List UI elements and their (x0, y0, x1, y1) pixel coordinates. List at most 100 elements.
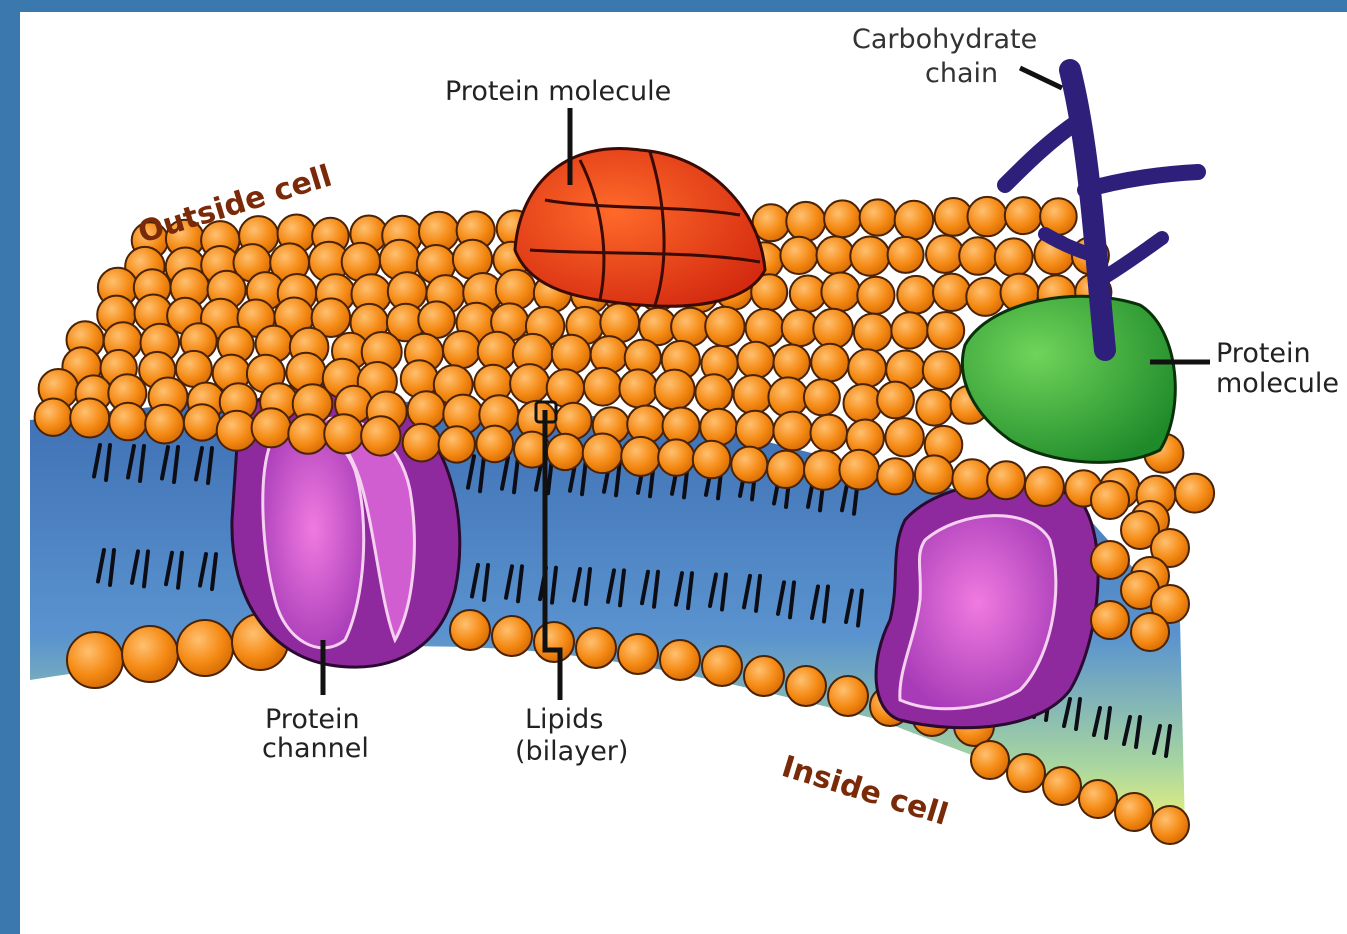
lipid-head (252, 408, 291, 447)
lipid-head (817, 236, 854, 273)
lipid-head (584, 368, 622, 406)
lipid-head (854, 314, 892, 352)
lipid-head (655, 370, 695, 410)
lipid-head (1175, 474, 1214, 513)
lipid-head (1091, 481, 1129, 519)
lipid-head (403, 424, 441, 462)
lipid-head (510, 364, 549, 403)
lipid-head (877, 458, 913, 494)
lipid-head (1079, 780, 1117, 818)
lipid-head (968, 197, 1007, 236)
lipid-head (971, 741, 1009, 779)
lipid-head (439, 426, 475, 462)
lipid-head (693, 441, 731, 479)
lipid-head (35, 399, 72, 436)
lipid-head (618, 634, 658, 674)
lipids-label-line1: Lipids (525, 704, 603, 735)
inside-cell-label: Inside cell (778, 749, 952, 833)
lipid-head (767, 451, 804, 488)
lipid-head (1151, 806, 1189, 844)
lipid-head (891, 312, 927, 348)
lipid-head (660, 640, 700, 680)
lipid-head (408, 391, 445, 428)
protein-molecule-top (515, 148, 765, 306)
lipid-head (145, 405, 184, 444)
lipid-head (288, 414, 328, 454)
lipid-head (813, 309, 853, 349)
protein-channel-label-line2: channel (262, 733, 369, 764)
lipid-head (1007, 754, 1045, 792)
lipid-head (923, 351, 961, 389)
lipid-head (361, 416, 400, 455)
protein-molecule-top-label: Protein molecule (445, 76, 671, 107)
lipid-head (848, 349, 886, 387)
lipid-head (443, 331, 480, 368)
lipid-head (217, 411, 257, 451)
lipid-head (1025, 467, 1064, 506)
cell-membrane-diagram: Outside cell Inside cell Protein molecul… (20, 12, 1347, 934)
lipid-head (547, 434, 583, 470)
lipid-head (780, 237, 817, 274)
lipid-head (774, 345, 810, 381)
lipid-head (1005, 197, 1042, 234)
lipid-head (915, 455, 953, 493)
lipid-head (821, 273, 860, 312)
lipid-head (418, 301, 455, 338)
lipid-head (987, 461, 1025, 499)
lipid-head (828, 676, 868, 716)
lipid-head (734, 375, 773, 414)
lipid-head (492, 616, 532, 656)
lipid-head (786, 202, 825, 241)
carbohydrate-label-line1: Carbohydrate (852, 24, 1037, 55)
diagram-panel: Outside cell Inside cell Protein molecul… (20, 12, 1347, 934)
lipid-head (824, 200, 861, 237)
protein-molecule-right (962, 296, 1175, 462)
lipid-head (804, 379, 840, 415)
lipid-head (773, 412, 812, 451)
lipid-head (70, 399, 109, 438)
lipid-head (702, 646, 742, 686)
lipid-head (736, 411, 774, 449)
lipid-head (897, 276, 935, 314)
lipid-head (177, 620, 233, 676)
lipid-head (839, 450, 879, 490)
lipid-head (450, 610, 490, 650)
lipid-head (857, 277, 894, 314)
lipid-head (109, 403, 147, 441)
lipid-head (1043, 767, 1081, 805)
lipid-head (804, 450, 843, 489)
lipid-head (324, 414, 363, 453)
lipid-head (576, 628, 616, 668)
lipid-head (671, 308, 709, 346)
lipid-head (844, 384, 883, 423)
lipid-head (621, 437, 660, 476)
carbohydrate-label-line2: chain (925, 58, 998, 89)
protein-channel-right (876, 483, 1098, 728)
lipid-head (786, 666, 826, 706)
protein-molecule-right-label-line1: Protein (1216, 338, 1311, 369)
lipid-head (1091, 541, 1129, 579)
lipid-head (885, 418, 923, 456)
leader-carbohydrate (1020, 68, 1062, 88)
lipid-head (959, 237, 997, 275)
lipid-head (916, 390, 952, 426)
lipid-head (184, 404, 220, 440)
lipid-head (811, 344, 849, 382)
lipid-head (768, 377, 807, 416)
lipid-head (811, 415, 848, 452)
lipids-label-line2: (bilayer) (515, 736, 628, 767)
lipid-head (995, 238, 1033, 276)
lipid-head (705, 307, 744, 346)
lipid-head (591, 336, 628, 373)
lipid-head (731, 447, 767, 483)
lipid-head (619, 369, 657, 407)
lipid-head (895, 201, 934, 240)
lipid-head (926, 235, 964, 273)
lipid-head (927, 312, 964, 349)
lipid-head (476, 426, 513, 463)
lipid-head (695, 374, 732, 411)
lipid-head (966, 278, 1004, 316)
lipid-head (658, 439, 694, 475)
lipid-head (1115, 793, 1153, 831)
protein-molecule-right-label-line2: molecule (1216, 368, 1339, 399)
